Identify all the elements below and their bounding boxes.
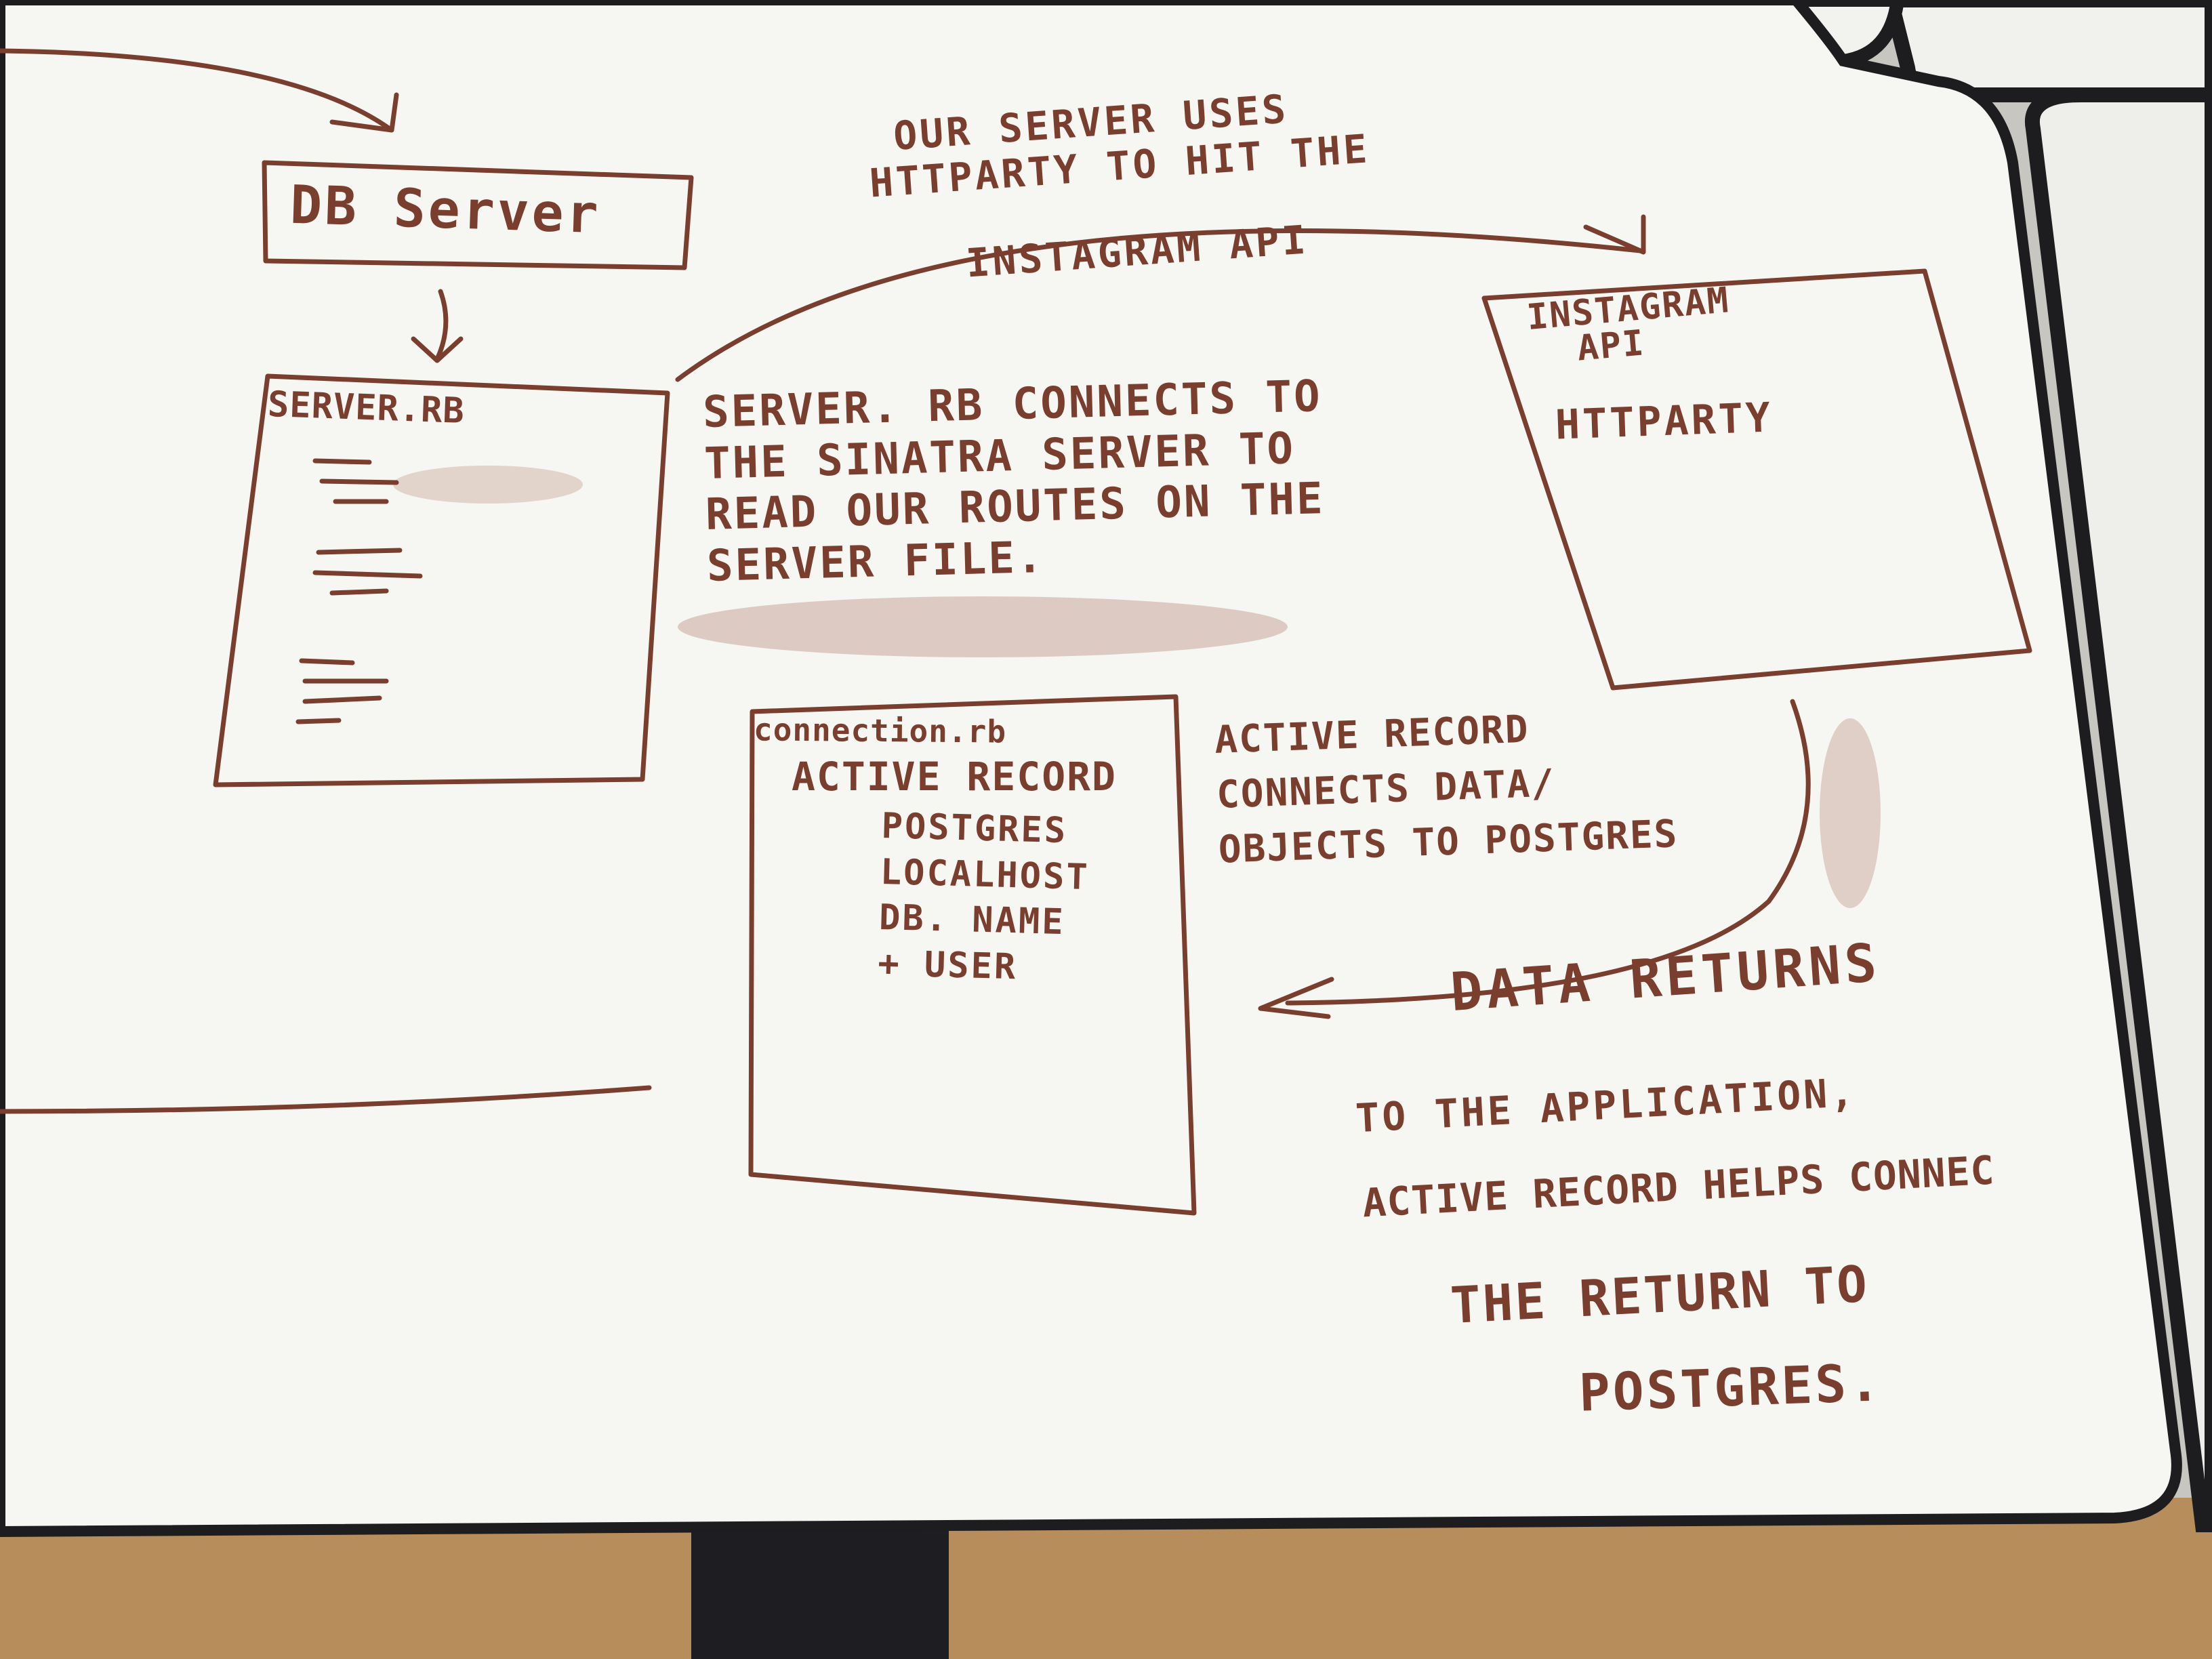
data-returns-arc (1285, 699, 1811, 1006)
active-record-connects-note: ACTIVE RECORD CONNECTS DATA/ OBJECTS TO … (1214, 697, 1679, 878)
table-leg (691, 1525, 949, 1659)
server-connects-note: SERVER. RB CONNECTS TO THE SINATRA SERVE… (702, 371, 1326, 592)
connection-rb-item-localhost: LOCALHOST (880, 851, 1090, 898)
arrowhead-into-db-server (329, 92, 399, 133)
server-rb-line-6 (329, 588, 389, 596)
server-rb-line-5 (312, 570, 423, 579)
connection-rb-box (748, 694, 1197, 1216)
arc-to-instagram-api (675, 228, 1643, 382)
server-rb-line-2 (319, 478, 399, 485)
connection-rb-item-db-name: DB. NAME (878, 897, 1066, 943)
server-rb-line-4 (316, 548, 403, 555)
connection-rb-label: connection.rb (753, 711, 1007, 750)
arrow-db-to-server-rb (434, 289, 449, 362)
server-rb-line-9 (302, 695, 382, 704)
server-rb-line-1 (312, 458, 372, 465)
instagram-api-box (1481, 268, 2032, 691)
main-whiteboard (0, 0, 2182, 1538)
server-rb-line-7 (299, 658, 355, 665)
server-rb-line-10 (295, 718, 342, 724)
arrowhead-to-instagram-api (1583, 214, 1646, 255)
connection-rb-items: POSTGRES LOCALHOST DB. NAME + USER (878, 804, 1092, 992)
arrow-into-db-server (0, 48, 392, 131)
server-rb-label: SERVER.RB (267, 384, 466, 432)
erased-smudge-server (393, 466, 583, 504)
server-rb-box (213, 373, 670, 787)
data-returns-arrowhead (1258, 977, 1334, 1019)
bottom-left-arrow-curve (0, 1085, 652, 1114)
erased-smudge-middle (678, 596, 1288, 657)
erased-smudge-right (1820, 718, 1881, 908)
db-server-label: DB Server (289, 174, 602, 246)
connection-rb-title: ACTIVE RECORD (792, 754, 1117, 800)
arrowhead-db-to-server-rb (411, 336, 464, 363)
connection-rb-item-user: + USER (877, 943, 1018, 988)
db-server-box (262, 160, 694, 270)
data-returns-line-5: POSTGRES. (1578, 1352, 1884, 1423)
connection-rb-item-postgres: POSTGRES (880, 806, 1068, 852)
whiteboard-right (2024, 87, 2212, 1532)
instagram-api-content: HTTPARTY (1554, 394, 1774, 449)
